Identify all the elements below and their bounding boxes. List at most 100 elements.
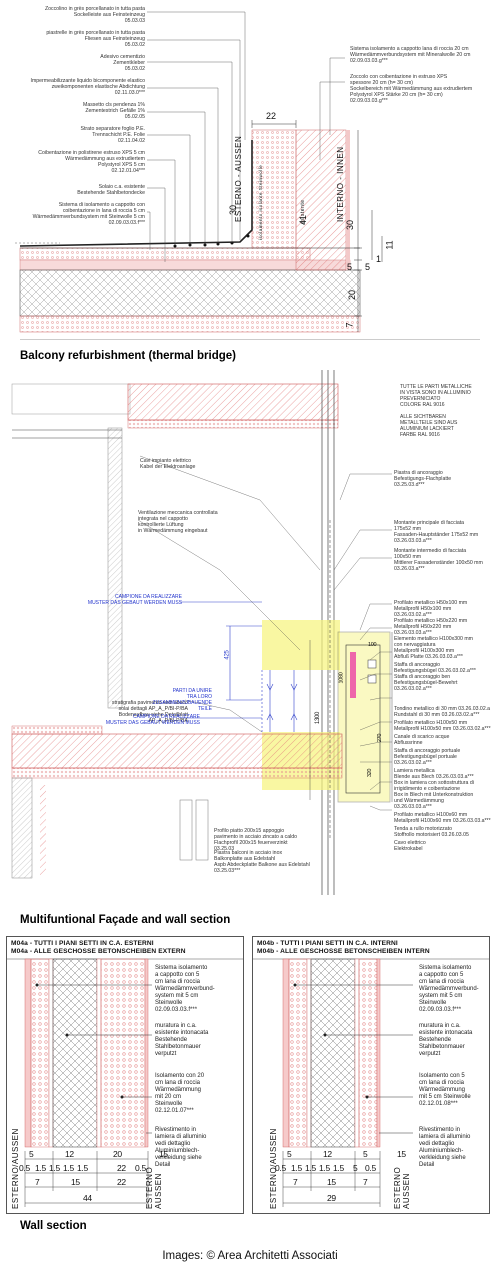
- facade-note-anchor-plate: Piastra di ancoraggio Befestigungs-Flach…: [394, 470, 452, 488]
- balcony-note-skirting: Zoccolino in grès porcellanato in tutta …: [44, 6, 145, 24]
- facade-note-roller-blind: Tenda a rullo motorizzato Stoffrollo mot…: [394, 826, 469, 838]
- wall-m04a-title: M04a - TUTTI I PIANI SETTI IN C.A. ESTER…: [11, 940, 186, 955]
- facade-note-profile-h50x100: Profilato metallico H50x100 mm Metallpro…: [394, 600, 468, 618]
- facade-note-drain-channel: Canale di scarico acque Abflussrinne: [394, 734, 450, 746]
- wall-m04b-dim-5a: 5: [287, 1149, 292, 1159]
- wall-m04b-dim-12: 12: [323, 1149, 332, 1159]
- wall-m04b-dim-15: 15: [397, 1149, 406, 1159]
- balcony-note-slab: Solaio c.a. esistente Bestehende Stahlbe…: [77, 184, 145, 196]
- balcony-note-xps: Coibentazione in polistirene estruso XPS…: [38, 150, 145, 174]
- wall-m04a-note-insulation: Isolamento con 20 cm lana di roccia Wärm…: [155, 1073, 205, 1114]
- balcony-note-separator: Strato separatore foglio P.E. Trennschic…: [80, 126, 146, 144]
- balcony-dim-41: 41: [298, 214, 309, 226]
- wall-m04a-dim-20: 20: [113, 1149, 122, 1159]
- balcony-dim-30a: 30: [228, 204, 239, 216]
- wall-m04b-drawing: [253, 958, 489, 1207]
- facade-blue-sample-bottom: CAMPIONE DA REALIZZARE MUSTER DAS GEBAUT…: [105, 714, 200, 726]
- wall-m04a-note-etics: Sistema isolamento a cappotto con 5 cm l…: [155, 965, 215, 1013]
- balcony-note-adhesive: Adesivo cementizio Zementkleber 05.03.02: [100, 54, 145, 72]
- caption-balcony: Balcony refurbishment (thermal bridge): [20, 350, 236, 362]
- facade-note-electric-cables: Cavi impianto elettrico Kabel der Elektr…: [140, 458, 196, 470]
- facade-dim-270: 270: [377, 733, 384, 743]
- facade-note-box: Box in lamiera con sottostruttura di irr…: [394, 780, 474, 810]
- balcony-dim-5a: 5: [347, 262, 353, 272]
- balcony-section-drawing: [15, 11, 480, 340]
- caption-facade: Multifuntional Façade and wall section: [20, 914, 231, 926]
- facade-dim-425: 425: [224, 650, 231, 660]
- wall-section-m04b: M04b - TUTTI I PIANI SETTI IN C.A. INTER…: [252, 936, 490, 1214]
- wall-m04a-dim-r3-0: 7: [35, 1177, 40, 1187]
- facade-note-sheet: Lamiera metallica Blende aus Blech 03.26…: [394, 768, 474, 780]
- wall-m04a-dim-r2-1: 1.5: [35, 1163, 46, 1173]
- wall-m04b-dim-r2-5: 5: [353, 1163, 358, 1173]
- wall-m04b-note-cladding: Rivestimento in lamiera di alluminio ved…: [419, 1127, 471, 1168]
- balcony-detail-panel: Zoccolino in grès porcellanato in tutta …: [0, 0, 500, 370]
- facade-note-element-h100x300: Elemento metallico H100x300 mm con nerva…: [394, 636, 474, 660]
- wall-m04a-drawing: [7, 958, 243, 1207]
- balcony-label-inside: INTERNO - INNEN: [336, 146, 345, 223]
- wall-m04a-note-existing: muratura in c.a. esistente intonacata Be…: [155, 1023, 209, 1057]
- wall-m04a-dim-r3-1: 15: [71, 1177, 80, 1187]
- wall-m04b-note-existing: muratura in c.a. esistente intonacata Be…: [419, 1023, 473, 1057]
- balcony-dim-30b: 30: [345, 219, 356, 231]
- balcony-note-mineral-wool: Sistema isolamento a cappotto lana di ro…: [350, 46, 471, 64]
- facade-dim-1080: 1080: [338, 672, 345, 684]
- facade-note-intermediate-mullion: Montante intermedio di facciata 100x50 m…: [394, 548, 483, 572]
- facade-note-flat-profile: Profilo piatto 200x15 appoggio pavimento…: [214, 828, 298, 852]
- balcony-label-mineral: isolamento isolante Steinwolle: [258, 164, 263, 240]
- facade-dim-320: 320: [367, 768, 374, 778]
- wall-m04a-dim-r3-2: 22: [117, 1177, 126, 1187]
- balcony-dim-22: 22: [266, 111, 277, 121]
- wall-m04b-side-label-outside: ESTERNO AUSSEN: [393, 1166, 411, 1209]
- wall-m04b-dim-r2-3: 1.5: [319, 1163, 330, 1173]
- facade-detail-panel: TUTTE LE PARTI METALLICHE IN VISTA SONO …: [0, 370, 500, 930]
- balcony-dim-1: 1: [376, 254, 382, 264]
- balcony-dim-5b: 5: [365, 262, 371, 272]
- facade-note-metal-parts: TUTTE LE PARTI METALLICHE IN VISTA SONO …: [400, 384, 472, 438]
- facade-note-bracket-reinforced: Staffa di ancoraggio ben Befestigungsbüg…: [394, 674, 458, 692]
- wall-m04b-dim-r3-0: 7: [293, 1177, 298, 1187]
- wall-m04a-dim-r2-6: 0.5: [135, 1163, 146, 1173]
- balcony-dim-7: 7: [344, 322, 355, 328]
- facade-blue-sample-top: CAMPIONE DA REALIZZARE MUSTER DAS GEBAUT…: [87, 594, 182, 606]
- balcony-note-plinth: Zoccolo con coibentazione in estruso XPS…: [350, 74, 473, 104]
- wall-m04a-dim-5: 5: [29, 1149, 34, 1159]
- facade-note-round-bar: Tondino metallico di 30 mm 03.26.03.02.a…: [394, 706, 491, 718]
- facade-note-bracket: Staffa di ancoraggio Befestigungsbügel 0…: [394, 662, 476, 674]
- wall-m04b-dim-5b: 5: [363, 1149, 368, 1159]
- facade-dim-100: 100: [368, 642, 377, 648]
- facade-note-bracket-port: Staffa di ancoraggio portuale Befestigun…: [394, 748, 461, 766]
- facade-note-profile-h50x220: Profilato metallico H50x220 mm Metallpro…: [394, 618, 468, 636]
- wall-m04a-dim-12: 12: [65, 1149, 74, 1159]
- facade-blue-join-parts: PARTI DA UNIRE TRA LORO ZUSAMMENZUBAUEND…: [152, 688, 212, 712]
- wall-m04a-dim-r2-2: 1.5: [49, 1163, 60, 1173]
- facade-note-profile-h100x60: Profilato metallico H100x60 mm Metallpro…: [394, 812, 491, 824]
- facade-note-profile-h100x50: Profilato metallico H100x50 mm Metallpro…: [394, 720, 491, 732]
- wall-m04b-dim-total: 29: [327, 1193, 336, 1203]
- wall-m04b-dim-r3-1: 15: [327, 1177, 336, 1187]
- wall-m04a-dim-r2-0: 0.5: [19, 1163, 30, 1173]
- facade-note-floor-layers: stratigrafia pavimento vedi abaco solai …: [111, 700, 188, 724]
- wall-m04b-dim-r2-1: 1.5: [291, 1163, 302, 1173]
- balcony-dim-20: 20: [347, 289, 358, 301]
- wall-m04b-dim-r2-0: 0.5: [275, 1163, 286, 1173]
- facade-note-cable: Cavo elettrico Elektrokabel: [394, 840, 426, 852]
- facade-note-balcony-plate: Piastra balconi in acciaio inox Balkonpl…: [214, 850, 310, 874]
- facade-note-ventilation: Ventilazione meccanica controllata integ…: [138, 510, 218, 534]
- wall-m04a-dim-total: 44: [83, 1193, 92, 1203]
- balcony-note-screed: Massetto cls pendenza 1% Zementestrich G…: [83, 102, 145, 120]
- wall-m04b-dim-r3-2: 7: [363, 1177, 368, 1187]
- wall-m04b-note-etics: Sistema isolamento a cappotto con 5 cm l…: [419, 965, 479, 1013]
- balcony-note-etics: Sistema di isolamento a cappotto con coi…: [32, 202, 145, 226]
- wall-m04b-note-insulation: Isolamento con 5 cm lana di roccia Wärme…: [419, 1073, 471, 1107]
- facade-note-main-mullion: Montante principale di facciata 175x52 m…: [394, 520, 479, 544]
- caption-wall: Wall section: [20, 1220, 87, 1232]
- facade-section-drawing: [11, 370, 393, 895]
- wall-m04a-dim-r2-4: 1.5: [77, 1163, 88, 1173]
- wall-m04b-dim-r2-2: 1.5: [305, 1163, 316, 1173]
- wall-m04a-dim-15: 15: [159, 1149, 168, 1159]
- balcony-note-waterproofing: Impermeabilizzante liquido bicomponente …: [30, 78, 145, 96]
- image-credit: Images: © Area Architetti Associati: [162, 1250, 338, 1262]
- wall-section-m04a: M04a - TUTTI I PIANI SETTI IN C.A. ESTER…: [6, 936, 244, 1214]
- wall-m04b-title: M04b - TUTTI I PIANI SETTI IN C.A. INTER…: [257, 940, 430, 955]
